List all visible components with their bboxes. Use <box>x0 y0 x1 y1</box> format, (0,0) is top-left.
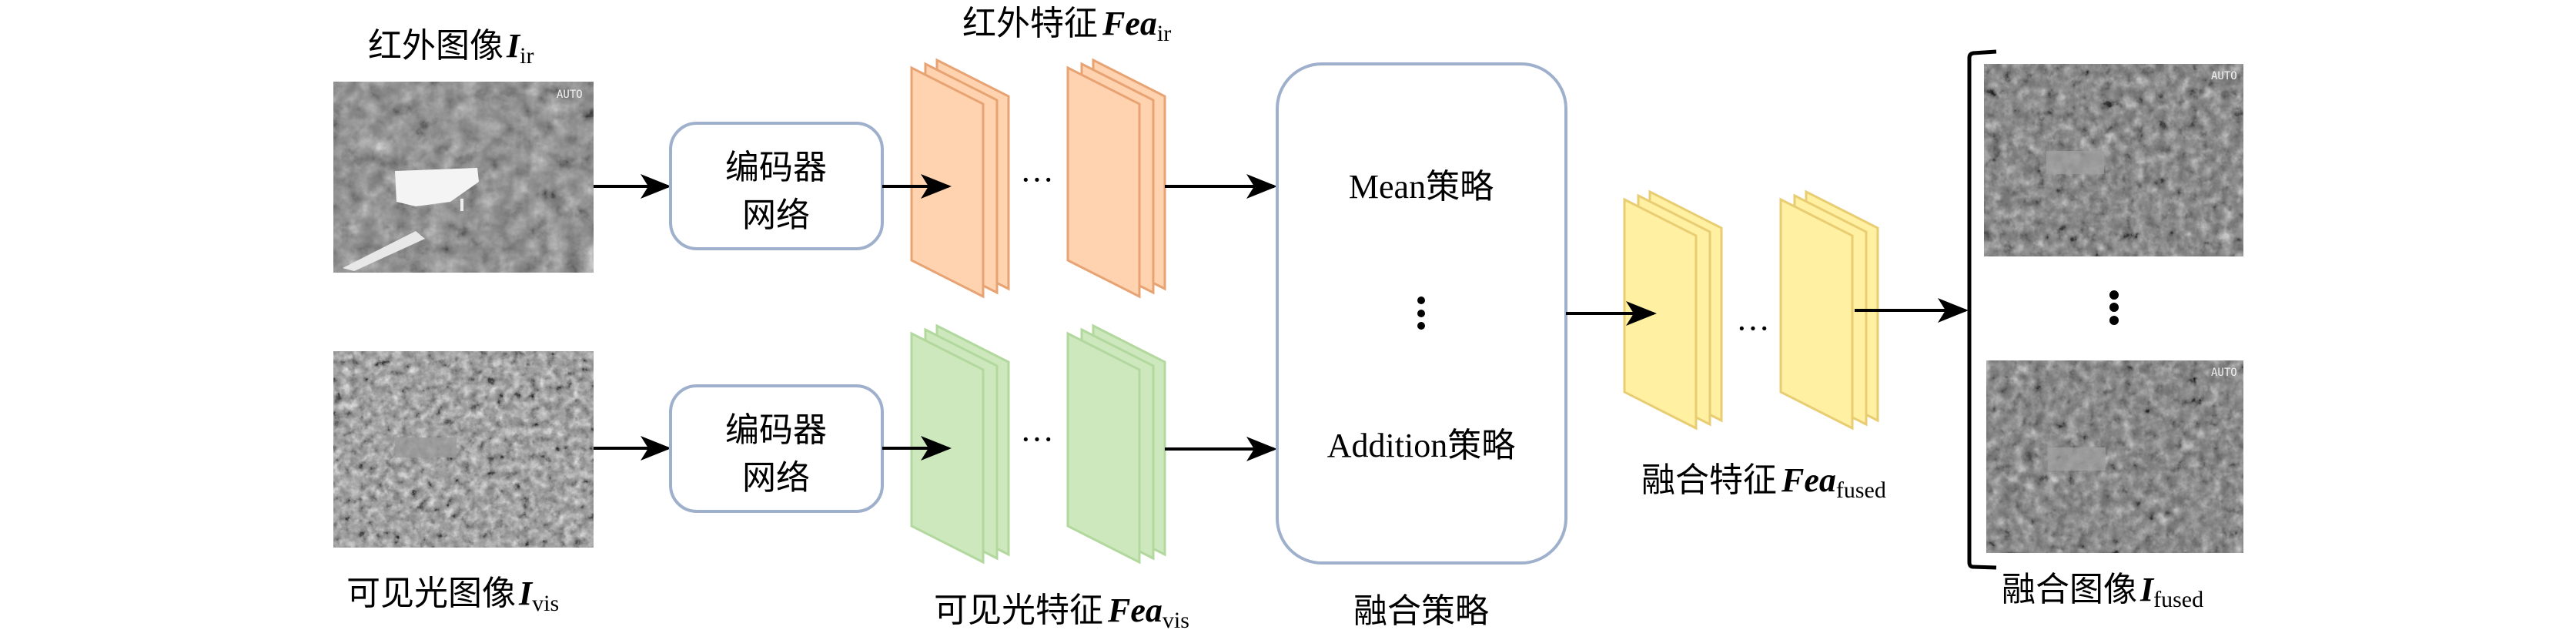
output-bracket <box>1967 49 1997 570</box>
addition-strategy-label: Addition策略 <box>1327 427 1515 464</box>
vis-input-image <box>333 351 594 548</box>
ir-encoder-label-line2: 网络 <box>742 196 810 234</box>
strategy-ellipsis-icon <box>1417 297 1425 330</box>
ir-hot-road <box>343 231 425 271</box>
feature-map-sheet <box>1066 65 1141 299</box>
feature-map-sheet <box>1623 197 1698 431</box>
ir-feature-stack-1 <box>910 58 1010 299</box>
vis-encoder-label-line1: 编码器 <box>725 411 827 449</box>
feature-map-sheet <box>1066 331 1141 565</box>
fused-output-image-1: AUTO <box>1984 64 2243 256</box>
fusion-strategy-label: 融合策略 <box>1353 592 1489 630</box>
ir-features-ellipsis: ··· <box>1020 161 1054 199</box>
vis-encoder-box: 编码器 网络 <box>669 384 884 513</box>
feature-map-sheet <box>910 65 985 299</box>
fused-1-auto-overlay: AUTO <box>2211 70 2237 82</box>
vis-features-ellipsis: ··· <box>1020 421 1054 458</box>
fused-2-auto-overlay: AUTO <box>2211 367 2237 379</box>
ir-encoder-label-line1: 编码器 <box>725 149 827 186</box>
fused-feature-stack-1 <box>1623 189 1723 431</box>
feature-arrows <box>882 174 1277 461</box>
vis-encoder-label-line2: 网络 <box>742 459 810 497</box>
ir-encoder-box: 编码器 网络 <box>669 122 884 250</box>
output-ellipsis-icon <box>2109 290 2119 325</box>
ir-hot-building <box>395 168 479 206</box>
feature-map-sheet <box>1779 197 1854 431</box>
ir-auto-overlay: AUTO <box>557 89 583 101</box>
ir-input-image: AUTO <box>333 82 594 273</box>
fused-feature-stack-2 <box>1779 189 1879 431</box>
fused-output-image-2: AUTO <box>1986 360 2243 553</box>
vis-input-label: 可见光图像Ivis <box>346 575 559 616</box>
fusion-strategy-box: Mean策略 Addition策略 <box>1276 62 1567 565</box>
mean-strategy-label: Mean策略 <box>1349 168 1494 206</box>
vis-feature-stack-1 <box>910 323 1010 565</box>
fused-features-ellipsis: ··· <box>1736 310 1770 347</box>
ir-feature-stack-2 <box>1066 58 1166 299</box>
vis-feature-stack-2 <box>1066 323 1166 565</box>
ir-input-label: 红外图像Iir <box>368 27 534 69</box>
fused-output-label: 融合图像Ifused <box>2002 571 2203 612</box>
